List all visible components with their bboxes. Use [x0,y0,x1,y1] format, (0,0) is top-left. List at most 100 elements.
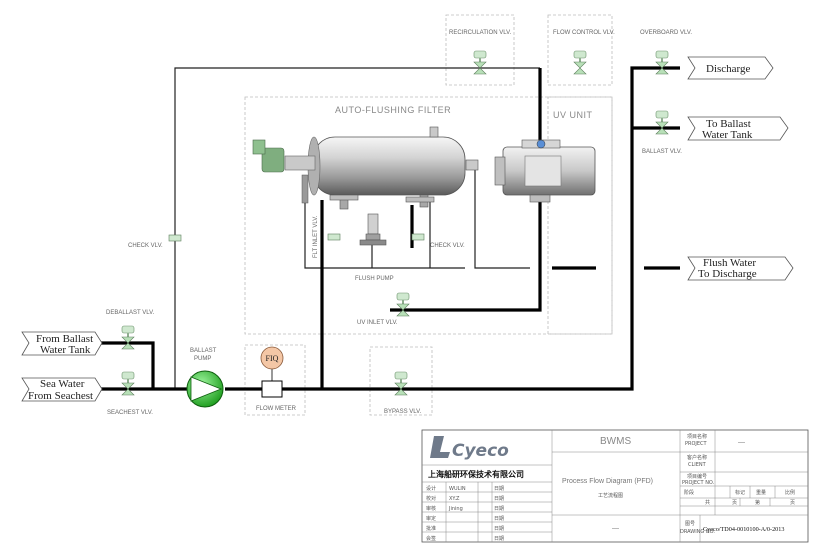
sign-role-0: 设计 [426,485,436,492]
sign-role-3: 审定 [426,515,436,522]
stage-label-2: 重量 [756,489,766,496]
uv-inlet-valve [396,292,410,317]
seachest-valve [121,371,135,396]
sign-role-2: 审核 [426,505,436,512]
filter-box [244,96,613,335]
terminal-flags [21,56,794,402]
sign-role-5: 会签 [426,535,436,542]
flush-water-text-2: To Discharge [698,268,757,280]
deballast-valve [121,325,135,350]
stage-label-3: 比例 [785,489,795,496]
sheet-label-1: 页 [732,500,737,506]
sign-date-1: 日期 [494,496,504,502]
flow-meter-box [244,344,306,416]
to-ballast-text-2: Water Tank [702,129,753,141]
control-valves [121,50,669,396]
label-overboard: OVERBOARD VLV. [640,30,692,36]
label-flush-pump: FLUSH PUMP [355,276,394,282]
label-deballast: DEBALLAST VLV. [106,310,155,316]
uv-outlet-line [390,200,542,312]
recirculation-box [445,14,515,86]
sign-date-4: 日期 [494,526,504,532]
sheet-label-0: 共 [705,499,710,506]
label-ballast-pump-1: BALLAST [190,348,217,354]
stage-label-1: 标记 [735,489,745,496]
label-bypass: BYPASS VLV. [384,409,422,415]
label-check-filter: CHECK VLV. [430,243,465,249]
filter-box-title: AUTO-FLUSHING FILTER [335,105,451,115]
drawing-no-label-cn: 图号 [685,521,695,527]
label-flow-control: FLOW CONTROL VLV. [553,30,615,36]
bypass-box [369,346,433,416]
discharge-flag [687,56,774,80]
sign-date-2: 日期 [494,506,504,512]
flush-pump [359,213,387,246]
to-ballast-flag [687,116,789,141]
label-check-main: CHECK VLV. [128,243,163,249]
main-discharge-line [225,66,680,391]
recirculation-line [174,67,540,390]
company-name-cn: 上海船研环保技术有限公司 [428,469,524,479]
drawing-no-label: DRAWING NO. [680,529,715,535]
deballast-line [95,341,155,388]
overboard-valve [655,50,669,75]
sign-role-4: 批准 [426,525,436,532]
sea-water-flag [21,377,103,402]
project-label-cn: 项目名称 [687,433,707,440]
label-recirculation: RECIRCULATION VLV. [449,30,512,36]
flush-water-flag [687,256,794,281]
ballast-valve [655,110,669,135]
sign-name-1: XY.Z [449,496,460,502]
svg-text:Cyeco: Cyeco [452,441,509,461]
flow-control-valve [573,50,587,75]
from-ballast-text-2: Water Tank [40,344,91,356]
auto-flushing-filter [252,126,479,210]
uv-drain-line [474,170,530,269]
label-seachest: SEACHEST VLV. [107,410,153,416]
drawing-no: Cyeco/TD04-0010100-A/0-2013 [703,526,784,533]
from-ballast-flag [21,331,103,356]
sign-date-0: 日期 [494,486,504,492]
sheet-label-3: 页 [790,500,795,506]
client-label-cn: 客户名称 [687,454,707,461]
filter-flush-line [304,200,465,269]
to-ballast-text-1: To Ballast [706,118,751,130]
recirculation-valve [473,50,487,75]
sign-name-2: Jining [448,506,463,512]
sheet-label-2: 第 [755,499,760,506]
label-ballast-pump-2: PUMP [194,356,211,362]
uv-unit [494,139,596,203]
fiq-label: FIQ [266,354,279,363]
sea-water-text-1: Sea Water [40,378,85,390]
bypass-valve [394,371,408,396]
project-no-label: PROJECT NO. [682,480,715,486]
discharge-text: Discharge [706,63,751,75]
sign-name-0: WULIN [449,486,466,492]
cyeco-logo: Cyeco [430,436,509,461]
label-ballast-vlv: BALLAST VLV. [642,149,682,155]
title-dash: — [612,525,619,532]
drawing-title-cn: 工艺流程图 [598,492,623,499]
drawing-title: Process Flow Diagram (PFD) [562,478,653,485]
client-label: CLIENT [688,462,707,468]
sign-date-5: 日期 [494,536,504,542]
uv-box-title: UV UNIT [553,110,593,120]
flow-meter [260,346,284,398]
flush-water-text-1: Flush Water [703,257,756,269]
uv-box [547,96,613,335]
project-label: PROJECT [685,441,708,447]
from-ballast-text-1: From Ballast [36,333,93,345]
label-flow-meter: FLOW METER [256,406,297,412]
label-uv-inlet: UV INLET VLV. [357,320,398,326]
stage-label-0: 阶段 [684,489,694,496]
sea-water-text-2: From Seachest [28,390,93,402]
sign-date-3: 日期 [494,516,504,522]
label-flt-inlet: FLT INLET VLV. [313,215,319,258]
project-no-label-cn: 项目编号 [687,473,707,480]
flow-control-box [547,14,613,86]
check-valves [168,233,425,242]
project-name: BWMS [600,436,631,447]
sign-role-1: 校对 [426,495,436,502]
ballast-pump [186,370,224,408]
